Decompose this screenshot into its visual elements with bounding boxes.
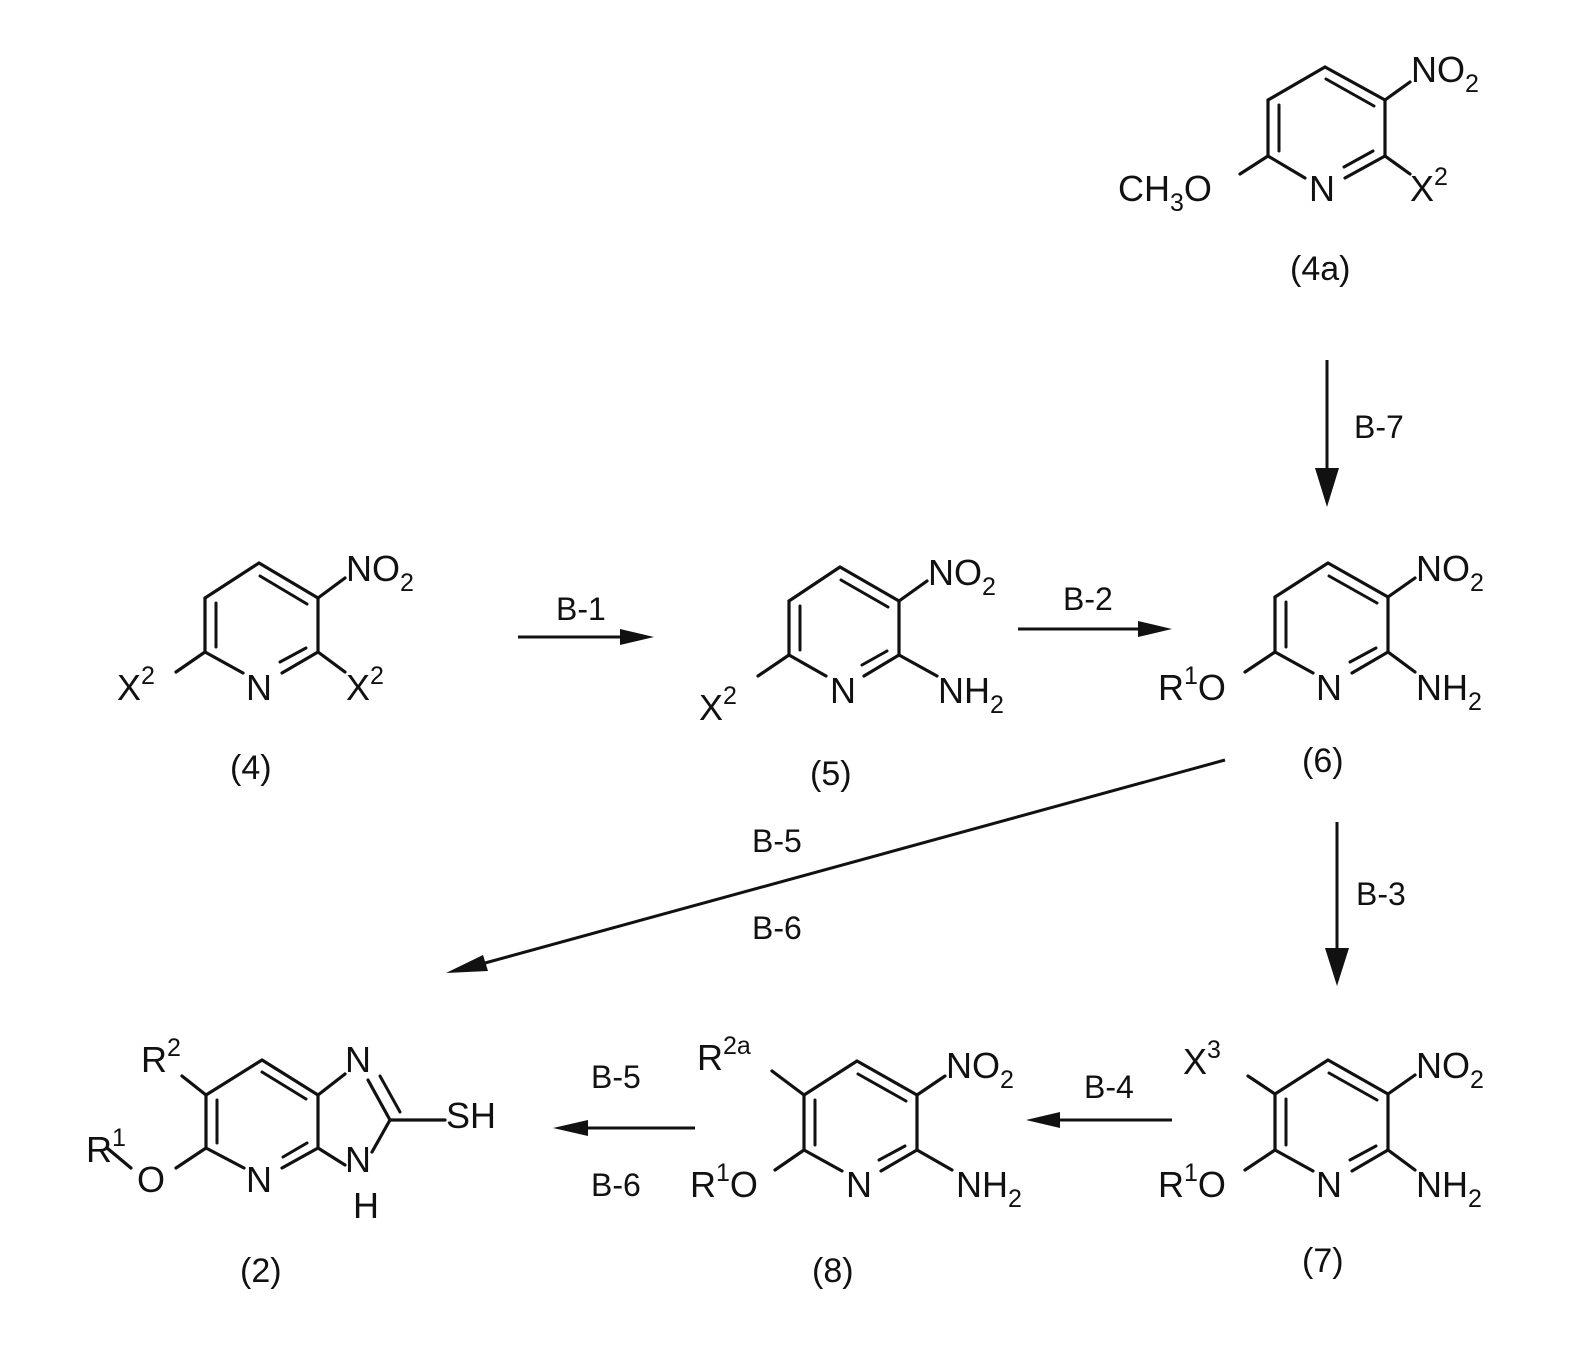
x2-substituent-right: X2 [346,662,384,708]
amino-group: NH2 [1416,667,1482,716]
imidazole-nitrogen: N [345,1039,371,1080]
x3-substituent: X3 [1183,1036,1221,1082]
compound-7-ring [1275,1060,1388,1171]
step-label-b4: B-4 [1084,1069,1134,1105]
ring-nitrogen: N [1309,168,1335,209]
step-label-b1: B-1 [556,591,606,627]
r1-oxy-group: R1O [1158,1159,1226,1205]
step-label-b6-upper: B-6 [752,910,802,946]
methoxy-group: CH3O [1118,168,1212,217]
x2-substituent-left: X2 [117,662,155,708]
compound-4: NO2 N X2 X2 (4) [117,548,414,787]
r2-substituent: R2 [141,1034,181,1080]
nitro-group: NO2 [1416,548,1484,597]
compound-4-ring [205,563,318,673]
ring-nitrogen: N [846,1164,872,1205]
nitro-group: NO2 [928,552,996,601]
r1-oxy-group: R1O [690,1159,758,1205]
ring-nitrogen: N [1316,667,1342,708]
compound-6: NO2 N NH2 R1O (6) [1158,548,1484,780]
compound-7: NO2 N NH2 R1O X3 (7) [1158,1036,1484,1280]
compound-4a-ring [1268,67,1385,178]
step-label-b3: B-3 [1356,876,1406,912]
compound-label-2: (2) [240,1252,282,1290]
compound-5-ring [789,567,899,676]
compound-label-8: (8) [812,1252,854,1290]
amino-group: NH2 [956,1164,1022,1213]
amino-group: NH2 [938,670,1004,719]
arrow-b1: B-1 [518,591,654,645]
x2-substituent: X2 [699,682,737,728]
r1-substituent: R1 [86,1124,126,1170]
compound-label-4: (4) [230,749,272,787]
arrow-b4: B-4 [1026,1069,1172,1128]
compound-label-4a: (4a) [1290,250,1350,288]
ring-nitrogen: N [1316,1164,1342,1205]
amino-group: NH2 [1416,1164,1482,1213]
compound-2-imidazole-ring [283,1074,400,1165]
thiol-group: SH [446,1095,496,1136]
compound-8: NO2 N NH2 R1O R2a (8) [690,1032,1022,1290]
ring-nitrogen: N [246,1159,272,1200]
x2-substituent: X2 [1410,163,1448,209]
nitro-group: NO2 [946,1045,1014,1094]
step-label-b6-lower: B-6 [591,1167,641,1203]
step-label-b7: B-7 [1354,409,1404,445]
step-label-b5-lower: B-5 [591,1059,641,1095]
arrow-b7: B-7 [1315,360,1404,507]
nitro-group: NO2 [1411,49,1479,98]
compound-label-5: (5) [810,755,852,793]
ether-oxygen: O [137,1159,165,1200]
imidazole-hydrogen: H [353,1185,379,1226]
r2a-substituent: R2a [697,1032,751,1078]
compound-8-ring [804,1061,917,1171]
nitro-group: NO2 [1416,1045,1484,1094]
arrow-b2: B-2 [1018,581,1172,637]
arrow-b3: B-3 [1325,822,1406,986]
ring-nitrogen: N [246,667,272,708]
arrow-b5-b6-lower: B-5 B-6 [553,1059,695,1203]
nitro-group: NO2 [346,548,414,597]
compound-6-ring [1275,563,1388,673]
compound-2-pyridine-ring [206,1060,318,1168]
imidazole-nh-nitrogen: N [345,1139,371,1180]
r1-oxy-group: R1O [1158,662,1226,708]
ring-nitrogen: N [830,670,856,711]
compound-4a: NO2 N X2 CH3O (4a) [1118,49,1479,288]
compound-2: N N H N SH O R1 R2 (2) [86,1034,496,1290]
compound-label-6: (6) [1302,742,1344,780]
step-label-b2: B-2 [1063,581,1113,617]
compound-5: NO2 N NH2 X2 (5) [699,552,1004,793]
step-label-b5-upper: B-5 [752,823,802,859]
compound-label-7: (7) [1302,1242,1344,1280]
